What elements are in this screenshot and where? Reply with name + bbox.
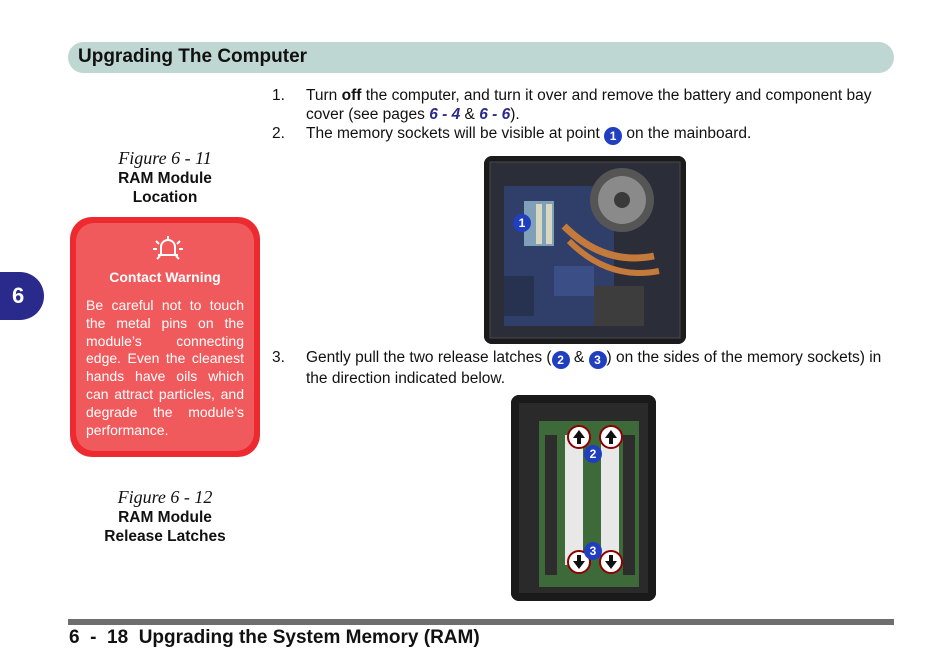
figure-number: Figure 6 - 11 xyxy=(118,148,212,168)
step-1: 1. Turn off the computer, and turn it ov… xyxy=(272,86,897,124)
callout-badge: 1 xyxy=(513,214,531,232)
step-text: & xyxy=(460,106,480,123)
step-number: 2. xyxy=(272,125,285,142)
contact-warning-box: Contact Warning Be careful not to touch … xyxy=(70,217,260,457)
callout-badge: 2 xyxy=(584,445,602,463)
figure-title-line: Location xyxy=(132,189,198,206)
callout-badge: 1 xyxy=(604,127,623,145)
step-2: 2. The memory sockets will be visible at… xyxy=(272,124,897,145)
page-link[interactable]: 6 - 6 xyxy=(479,106,511,123)
figure-title-line: RAM Module xyxy=(118,170,212,187)
ram-module-photo: 2 3 xyxy=(511,395,656,601)
page-link[interactable]: 6 - 4 xyxy=(429,106,461,123)
step-number: 1. xyxy=(272,87,285,104)
step-number: 3. xyxy=(272,349,285,366)
callout-badge: 3 xyxy=(584,542,602,560)
step-text: The memory sockets will be visible at po… xyxy=(306,125,605,142)
figure-caption-2: Figure 6 - 12 RAM Module Release Latches xyxy=(70,487,260,546)
step-text: Gently pull the two release latches ( xyxy=(306,349,552,366)
warning-title: Contact Warning xyxy=(109,269,221,285)
figure-number: Figure 6 - 12 xyxy=(117,487,213,507)
step-text: ) on the sides of the memory sockets) in… xyxy=(306,349,882,387)
step-emphasis: off xyxy=(341,87,362,104)
step-3-container: 3. Gently pull the two release latches (… xyxy=(272,348,897,388)
warning-body: Be careful not to touch the metal pins o… xyxy=(86,297,244,438)
figure-caption-1: Figure 6 - 11 RAM Module Location xyxy=(70,148,260,207)
step-3: 3. Gently pull the two release latches (… xyxy=(272,348,897,388)
step-text: ). xyxy=(510,106,520,123)
ram-illustration xyxy=(511,395,656,601)
section-title: Upgrading The Computer xyxy=(78,46,308,67)
step-text: & xyxy=(569,349,589,366)
alarm-bell-icon xyxy=(153,236,183,260)
step-text: on the mainboard. xyxy=(622,125,752,142)
figure-title-line: RAM Module xyxy=(118,509,212,526)
warning-inner: Contact Warning Be careful not to touch … xyxy=(76,223,254,451)
mainboard-illustration xyxy=(484,156,686,344)
figure-title-line: Release Latches xyxy=(104,528,226,545)
chapter-tab[interactable]: 6 xyxy=(0,272,44,320)
step-text: the computer, and turn it over and remov… xyxy=(306,87,872,123)
section-header-bar: Upgrading The Computer xyxy=(68,42,894,73)
mainboard-photo: 1 xyxy=(484,156,686,344)
footer-divider xyxy=(68,619,894,625)
callout-badge: 2 xyxy=(551,351,570,369)
footer-page-label: 6 - 18 Upgrading the System Memory (RAM) xyxy=(69,627,480,648)
callout-badge: 3 xyxy=(588,351,607,369)
steps-list: 1. Turn off the computer, and turn it ov… xyxy=(272,86,897,145)
chapter-number: 6 xyxy=(12,283,25,308)
step-text: Turn xyxy=(306,87,342,104)
